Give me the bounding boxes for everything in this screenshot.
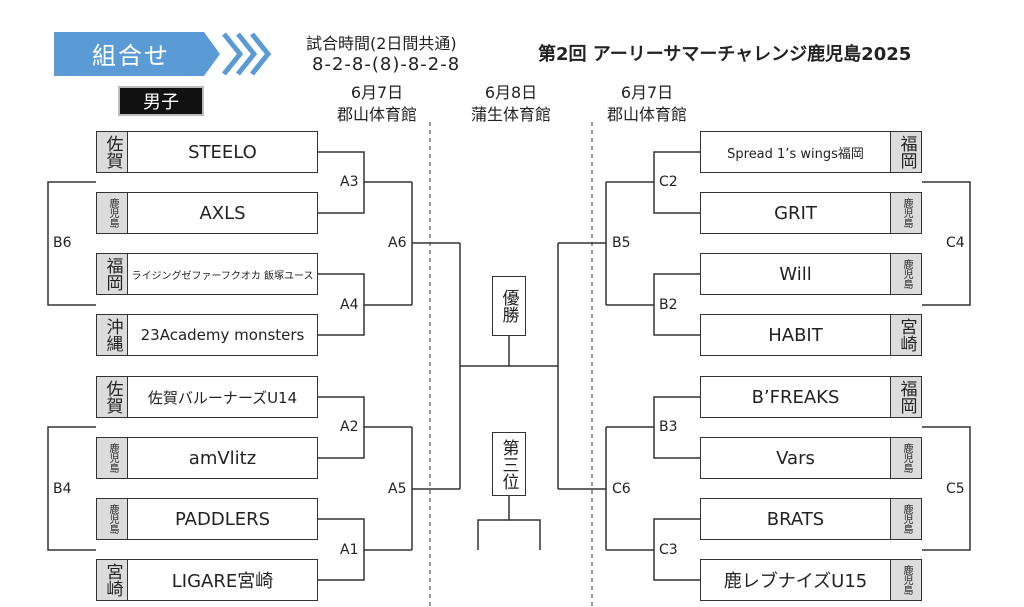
team-entry-right: HABIT 宮崎 xyxy=(700,314,922,356)
prefecture-label: 鹿児島 xyxy=(890,254,921,294)
gender-label: 男子 xyxy=(118,86,204,116)
prefecture-label: 鹿児島 xyxy=(97,193,128,233)
match-label-c2: C2 xyxy=(659,174,678,190)
prefecture-label: 鹿児島 xyxy=(97,499,128,539)
banner-shape xyxy=(54,32,272,76)
team-entry-right: 鹿レブナイズU15 鹿児島 xyxy=(700,559,922,601)
team-entry-left: 鹿児島 amVlitz xyxy=(96,437,318,479)
match-label-c6: C6 xyxy=(612,481,631,497)
team-name: Spread 1’s wings福岡 xyxy=(727,146,864,162)
prefecture-label: 宮崎 xyxy=(97,560,128,600)
team-entry-left: 沖縄 23Academy monsters xyxy=(96,314,318,356)
prefecture-label: 鹿児島 xyxy=(890,193,921,233)
match-label-c5: C5 xyxy=(946,481,965,497)
banner-title: 組合せ xyxy=(92,42,170,70)
team-name: 23Academy monsters xyxy=(140,326,305,344)
team-entry-left: 佐賀 佐賀バルーナーズU14 xyxy=(96,376,318,418)
team-entry-left: 佐賀 STEELO xyxy=(96,131,318,173)
team-name: B’FREAKS xyxy=(751,386,840,408)
team-name: Will xyxy=(779,263,812,285)
match-label-b4: B4 xyxy=(53,481,72,497)
champion-label: 優勝 xyxy=(492,276,526,336)
team-name: BRATS xyxy=(766,508,825,530)
team-name: 鹿レブナイズU15 xyxy=(723,571,868,592)
team-entry-left: 宮崎 LIGARE宮崎 xyxy=(96,559,318,601)
match-label-a4: A4 xyxy=(340,297,359,313)
venue-left: 6月7日 郡山体育館 xyxy=(322,82,432,126)
team-entry-left: 鹿児島 AXLS xyxy=(96,192,318,234)
team-name: AXLS xyxy=(199,202,246,224)
venue-right: 6月7日 郡山体育館 xyxy=(592,82,702,126)
venue-center: 6月8日 蒲生体育館 xyxy=(456,82,566,126)
prefecture-label: 佐賀 xyxy=(97,132,128,172)
third-place-label: 第三位 xyxy=(492,432,526,496)
match-label-a2: A2 xyxy=(340,419,359,435)
prefecture-label: 鹿児島 xyxy=(890,438,921,478)
tournament-title: 第2回 アーリーサマーチャレンジ鹿児島2025 xyxy=(538,44,912,65)
match-label-a6: A6 xyxy=(388,235,407,251)
match-label-a1: A1 xyxy=(340,542,359,558)
team-entry-right: Will 鹿児島 xyxy=(700,253,922,295)
match-label-b3: B3 xyxy=(659,419,678,435)
match-label-c3: C3 xyxy=(659,542,678,558)
match-label-c4: C4 xyxy=(946,235,965,251)
match-label-a3: A3 xyxy=(340,174,359,190)
match-label-a5: A5 xyxy=(388,481,407,497)
prefecture-label: 鹿児島 xyxy=(890,560,921,600)
team-name: STEELO xyxy=(188,141,257,163)
match-label-b5: B5 xyxy=(612,235,631,251)
venue-date: 6月7日 xyxy=(350,83,404,102)
team-entry-right: BRATS 鹿児島 xyxy=(700,498,922,540)
team-name: HABIT xyxy=(768,324,823,346)
team-name: GRIT xyxy=(774,202,817,224)
match-label-b2: B2 xyxy=(659,297,678,313)
team-entry-right: GRIT 鹿児島 xyxy=(700,192,922,234)
venue-date: 6月7日 xyxy=(620,83,674,102)
prefecture-label: 福岡 xyxy=(890,132,921,172)
prefecture-label: 鹿児島 xyxy=(890,499,921,539)
prefecture-label: 鹿児島 xyxy=(97,438,128,478)
prefecture-label: 佐賀 xyxy=(97,377,128,417)
team-name: PADDLERS xyxy=(174,508,271,530)
venue-name: 郡山体育館 xyxy=(606,105,687,124)
team-name: 佐賀バルーナーズU14 xyxy=(147,388,298,407)
team-entry-left: 福岡 ライジングゼファーフクオカ 飯塚ユース xyxy=(96,253,318,295)
prefecture-label: 宮崎 xyxy=(890,315,921,355)
match-label-b6: B6 xyxy=(53,235,72,251)
venue-name: 蒲生体育館 xyxy=(470,105,551,124)
team-name: amVlitz xyxy=(188,447,257,469)
team-name: ライジングゼファーフクオカ 飯塚ユース xyxy=(131,270,314,282)
prefecture-label: 福岡 xyxy=(890,377,921,417)
team-entry-right: Spread 1’s wings福岡 福岡 xyxy=(700,131,922,173)
schedule-label: 試合時間(2日間共通) xyxy=(306,34,457,53)
schedule-pattern: 8-2-8-(8)-8-2-8 xyxy=(312,54,461,75)
team-entry-right: Vars 鹿児島 xyxy=(700,437,922,479)
team-name: LIGARE宮崎 xyxy=(171,571,274,592)
team-entry-left: 鹿児島 PADDLERS xyxy=(96,498,318,540)
prefecture-label: 福岡 xyxy=(97,254,128,294)
team-entry-right: B’FREAKS 福岡 xyxy=(700,376,922,418)
venue-date: 6月8日 xyxy=(484,83,538,102)
prefecture-label: 沖縄 xyxy=(97,315,128,355)
venue-name: 郡山体育館 xyxy=(336,105,417,124)
team-name: Vars xyxy=(776,447,815,469)
